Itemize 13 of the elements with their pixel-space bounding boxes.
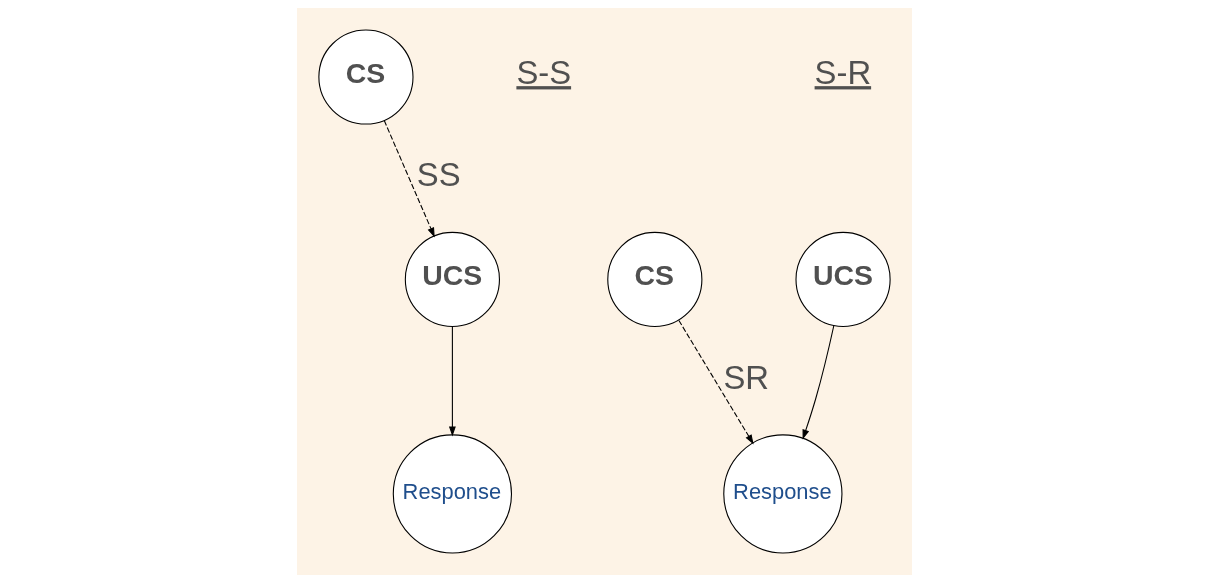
node-circle: CS: [317, 29, 414, 125]
node-circle: CS: [606, 231, 702, 328]
arrow: [802, 325, 834, 440]
arrow: [677, 319, 754, 445]
arrow: [448, 326, 456, 437]
arrow: [383, 120, 435, 238]
node-circle: UCS: [794, 231, 891, 328]
label: S-S: [515, 54, 571, 92]
label: S-R: [814, 54, 871, 92]
node-circle: UCS: [404, 231, 500, 328]
node-circle: Response: [392, 434, 512, 554]
edge-label: SR: [722, 358, 769, 396]
edge-label: SS: [416, 156, 461, 194]
